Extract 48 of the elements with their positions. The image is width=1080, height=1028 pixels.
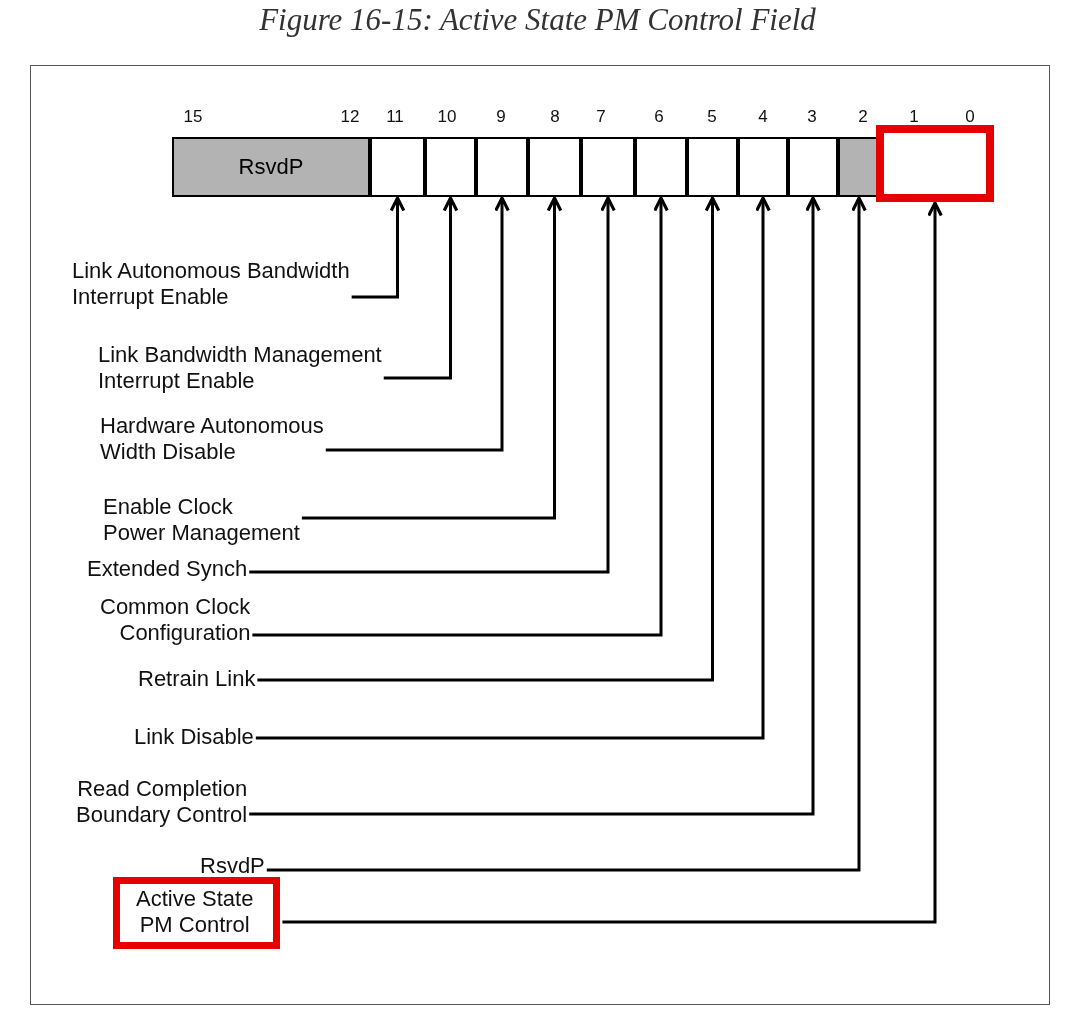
leader-arrow — [266, 196, 867, 872]
bit-field — [528, 137, 581, 197]
bit-field — [476, 137, 528, 197]
bit-number: 15 — [183, 107, 203, 127]
field-label: Common Clock Configuration — [100, 594, 251, 646]
field-label: Hardware Autonomous Width Disable — [100, 413, 324, 465]
field-label: Retrain Link — [138, 666, 256, 692]
bit-number: 3 — [807, 107, 817, 127]
bit-field — [370, 137, 425, 197]
reserved-bit-field: RsvdP — [172, 137, 370, 197]
leader-arrow — [282, 201, 943, 924]
leader-arrow — [249, 196, 821, 816]
bit-number: 10 — [437, 107, 457, 127]
field-label: RsvdP — [200, 853, 265, 879]
leader-arrow — [249, 196, 616, 574]
bit-number: 5 — [707, 107, 717, 127]
field-label: Read Completion Boundary Control — [76, 776, 248, 828]
leader-arrow — [351, 196, 406, 299]
field-label: Extended Synch — [87, 556, 248, 582]
bit-field — [687, 137, 738, 197]
highlighted-field-label: Active State PM Control — [113, 877, 281, 949]
figure-title: Figure 16-15: Active State PM Control Field — [258, 2, 817, 38]
bit-number: 9 — [496, 107, 506, 127]
bit-field — [738, 137, 788, 197]
leader-arrow — [301, 196, 563, 520]
bit-number: 11 — [386, 107, 404, 127]
bit-number: 2 — [858, 107, 868, 127]
bit-number: 6 — [654, 107, 664, 127]
bit-number: 7 — [596, 107, 606, 127]
bit-number: 4 — [758, 107, 768, 127]
leader-arrow — [252, 196, 669, 637]
highlighted-bit-field — [876, 125, 994, 202]
bit-number: 0 — [965, 107, 975, 127]
field-label: Link Bandwidth Management Interrupt Enable — [98, 342, 382, 394]
field-label: Link Autonomous Bandwidth Interrupt Enable — [72, 258, 350, 310]
bit-field — [425, 137, 476, 197]
leader-arrow — [383, 196, 459, 380]
leader-arrow — [325, 196, 510, 452]
bit-number: 12 — [340, 107, 360, 127]
field-label: Enable Clock Power Management — [103, 494, 300, 546]
field-label: Link Disable — [134, 724, 254, 750]
leader-arrow — [255, 196, 771, 740]
bit-field — [788, 137, 838, 197]
bit-number: 1 — [909, 107, 919, 127]
bit-field — [581, 137, 635, 197]
bit-field — [635, 137, 687, 197]
bit-number: 8 — [550, 107, 560, 127]
leader-arrow — [257, 196, 721, 682]
